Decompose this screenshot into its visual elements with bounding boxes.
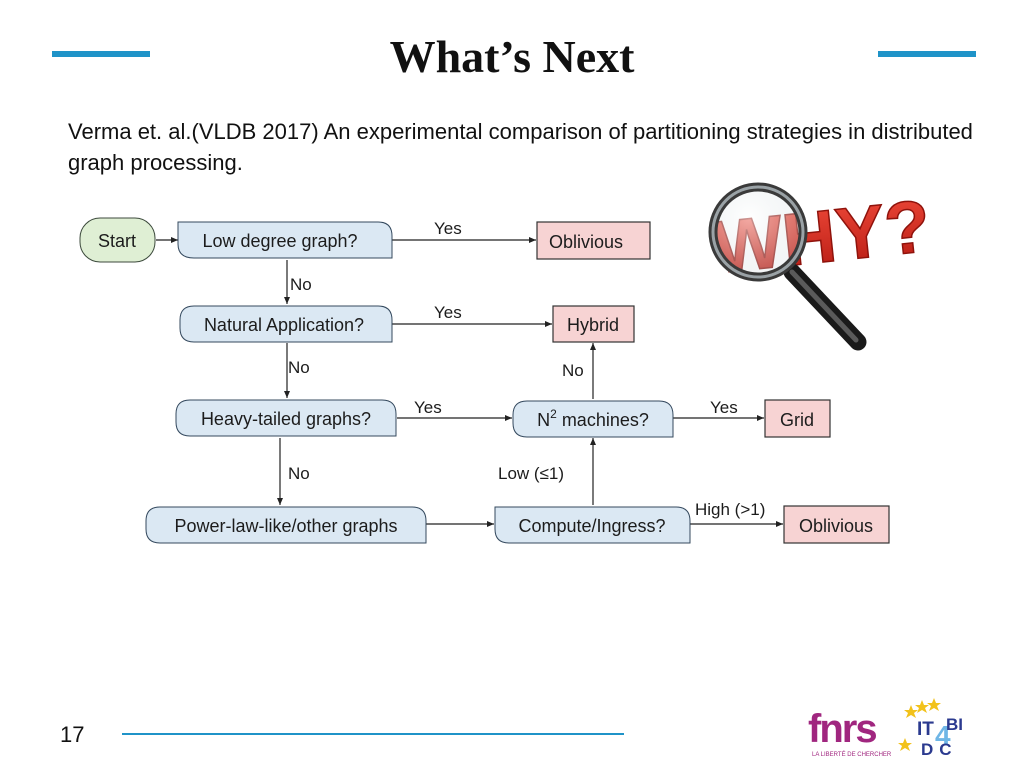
flow-node-power-law: Power-law-like/other graphs bbox=[145, 506, 427, 544]
it4bidc-logo: IT 4 BI DC bbox=[898, 698, 963, 759]
flow-node-oblivious-top: Oblivious bbox=[536, 221, 651, 260]
edge-label-n2-no: No bbox=[562, 361, 584, 380]
flow-node-n2-machines-label: N2 machines? bbox=[537, 407, 649, 430]
flow-node-heavy-tailed-label: Heavy-tailed graphs? bbox=[201, 409, 371, 429]
n2-suffix: machines? bbox=[557, 410, 649, 430]
flow-node-oblivious-bottom-label: Oblivious bbox=[799, 516, 873, 536]
itbi-top-left: IT bbox=[917, 719, 934, 740]
edge-label-compute-low: Low (≤1) bbox=[498, 464, 564, 483]
flow-node-compute-ingress-label: Compute/Ingress? bbox=[518, 516, 665, 536]
logo-star-icon bbox=[898, 738, 912, 751]
footer-rule bbox=[122, 733, 624, 735]
n2-base: N bbox=[537, 410, 550, 430]
flow-node-start: Start bbox=[79, 217, 156, 263]
flow-node-n2-machines: N2 machines? bbox=[512, 400, 674, 438]
itbi-top-right: BI bbox=[946, 715, 963, 734]
logo-star-icon bbox=[915, 700, 929, 713]
flow-node-low-degree: Low degree graph? bbox=[177, 221, 393, 259]
edge-label-low-yes: Yes bbox=[434, 219, 462, 238]
flow-node-hybrid: Hybrid bbox=[552, 305, 635, 343]
edge-label-heavy-no: No bbox=[288, 464, 310, 483]
page-number: 17 bbox=[60, 722, 85, 747]
flow-node-start-label: Start bbox=[98, 231, 136, 251]
flow-node-natural-app: Natural Application? bbox=[179, 305, 393, 343]
edge-label-compute-high: High (>1) bbox=[695, 500, 765, 519]
fnrs-logo: fnrs LA LIBERTÉ DE CHERCHER bbox=[808, 707, 892, 758]
logo-star-icon bbox=[904, 705, 918, 718]
fnrs-tagline: LA LIBERTÉ DE CHERCHER bbox=[812, 751, 892, 758]
magnifying-glass-icon bbox=[708, 182, 867, 351]
flow-node-oblivious-top-label: Oblivious bbox=[549, 232, 623, 252]
itbi-bottom: DC bbox=[921, 740, 958, 759]
flow-node-grid-label: Grid bbox=[780, 410, 814, 430]
edge-label-natural-yes: Yes bbox=[434, 303, 462, 322]
slide-subtitle: Verma et. al.(VLDB 2017) An experimental… bbox=[68, 119, 973, 175]
edge-label-low-no: No bbox=[290, 275, 312, 294]
flow-node-heavy-tailed: Heavy-tailed graphs? bbox=[175, 399, 397, 437]
flow-node-compute-ingress: Compute/Ingress? bbox=[494, 506, 691, 544]
edge-label-natural-no: No bbox=[288, 358, 310, 377]
fnrs-wordmark: fnrs bbox=[808, 707, 876, 751]
flow-node-hybrid-label: Hybrid bbox=[567, 315, 619, 335]
flow-node-oblivious-bottom: Oblivious bbox=[783, 505, 890, 544]
slide-title: What’s Next bbox=[389, 31, 635, 82]
logo-star-icon bbox=[927, 698, 941, 711]
header-accent-left bbox=[52, 51, 150, 57]
edge-label-n2-yes: Yes bbox=[710, 398, 738, 417]
flow-node-natural-app-label: Natural Application? bbox=[204, 315, 364, 335]
itbi-digit: 4 bbox=[935, 720, 951, 751]
flow-node-grid: Grid bbox=[764, 399, 831, 438]
header-accent-right bbox=[878, 51, 976, 57]
flow-node-low-degree-label: Low degree graph? bbox=[202, 231, 357, 251]
flow-node-power-law-label: Power-law-like/other graphs bbox=[174, 516, 397, 536]
edge-label-heavy-yes: Yes bbox=[414, 398, 442, 417]
n2-exponent: 2 bbox=[550, 407, 557, 421]
